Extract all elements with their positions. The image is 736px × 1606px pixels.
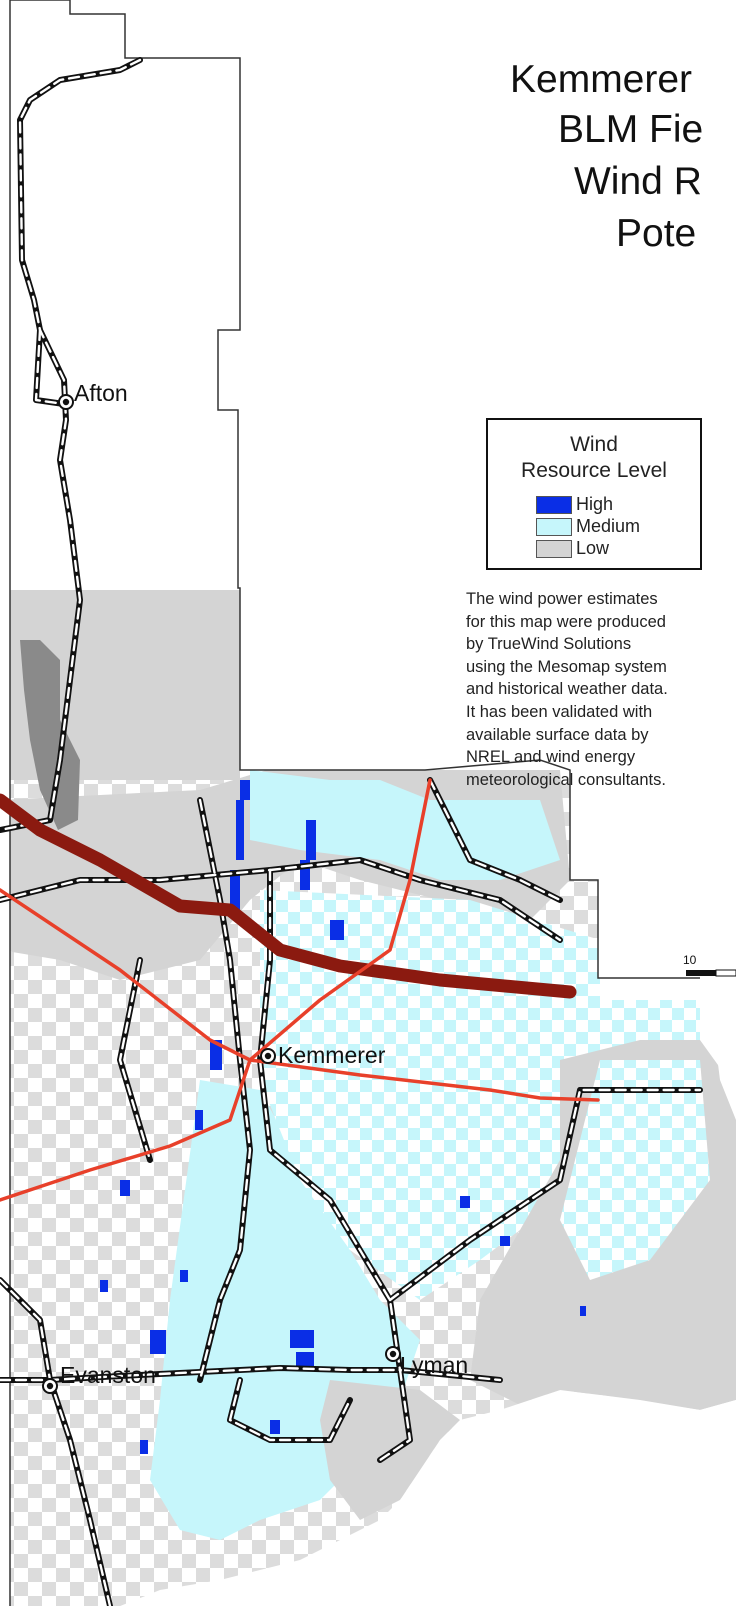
note-line: It has been validated with	[466, 702, 653, 721]
power-line-minor-4	[0, 1058, 252, 1202]
note-line: NREL and wind energy	[466, 748, 636, 767]
note-line: available surface data by	[466, 725, 649, 744]
high-spot	[580, 1306, 586, 1316]
note-line: using the Mesomap system	[466, 657, 667, 676]
medium-checker-east	[260, 890, 700, 1300]
legend-title-line-2: Resource Level	[521, 459, 667, 482]
power-line-minor-1	[0, 888, 252, 1062]
note-line: The wind power estimates	[466, 590, 658, 608]
kemmerer-marker	[260, 1048, 276, 1064]
high-spot	[300, 860, 310, 890]
scale-bar-label: 10	[683, 953, 697, 967]
high-spot	[240, 780, 250, 800]
power-line-minor-2	[248, 778, 432, 1062]
data-source-note: The wind power estimates for this map we…	[466, 588, 736, 791]
city-label-lyman: Lyman	[400, 1352, 469, 1378]
note-line: for this map were produced	[466, 612, 666, 631]
power-line-major	[0, 793, 577, 999]
high-spot	[180, 1270, 188, 1282]
map-title-line-1: Kemmerer	[510, 58, 693, 101]
city-label-afton: Afton	[74, 380, 128, 406]
high-spot	[330, 920, 344, 940]
legend-title-line-1: Wind	[570, 433, 618, 456]
high-spot	[210, 1040, 222, 1070]
legend-swatch-low	[536, 540, 572, 558]
city-label-kemmerer: Kemmerer	[278, 1042, 386, 1068]
power-lines	[0, 778, 600, 1202]
high-spot	[460, 1196, 470, 1208]
high-spot	[236, 800, 244, 860]
high-spot	[270, 1420, 280, 1434]
legend-swatch-high	[536, 496, 572, 514]
high-spot	[500, 1236, 510, 1246]
afton-marker	[58, 394, 74, 410]
high-spot	[140, 1440, 148, 1454]
lyman-marker	[385, 1346, 401, 1362]
high-spot	[100, 1280, 108, 1292]
power-line-minor-3	[248, 1058, 600, 1102]
district-boundary	[10, 0, 700, 979]
high-spot	[296, 1352, 314, 1366]
map-title-line-4: Pote	[616, 212, 697, 255]
high-spot	[195, 1110, 203, 1130]
medium-area-east	[560, 1060, 710, 1280]
note-line: meteorological consultants.	[466, 770, 666, 789]
scale-bar	[686, 969, 736, 977]
city-markers	[42, 394, 401, 1394]
legend-label-high: High	[576, 494, 614, 514]
map-title-line-3: Wind R	[574, 160, 702, 203]
high-spot	[432, 1490, 442, 1504]
scale-bar-segment	[686, 970, 716, 976]
resource-fill-layer	[10, 590, 736, 1606]
note-line: and historical weather data.	[466, 680, 668, 699]
high-spot	[290, 1330, 314, 1348]
dark-ridge	[20, 640, 80, 830]
legend-swatch-medium	[536, 518, 572, 536]
high-spot	[230, 870, 240, 910]
high-spot	[120, 1180, 130, 1196]
highways	[0, 57, 703, 1606]
scale-bar-segment	[715, 969, 736, 977]
high-spot	[150, 1330, 166, 1354]
legend: Wind Resource Level High Medium Low	[486, 418, 702, 570]
evanston-marker	[42, 1378, 58, 1394]
map-title-line-2: BLM Fie	[558, 108, 704, 151]
high-spot	[306, 820, 316, 860]
medium-area-central	[250, 770, 560, 880]
legend-label-medium: Medium	[576, 516, 641, 536]
city-label-evanston: Evanston	[60, 1362, 156, 1388]
note-line: by TrueWind Solutions	[466, 635, 632, 654]
legend-label-low: Low	[576, 538, 610, 558]
checker-southwest	[10, 1400, 150, 1606]
highway-center-dash	[0, 58, 702, 1606]
